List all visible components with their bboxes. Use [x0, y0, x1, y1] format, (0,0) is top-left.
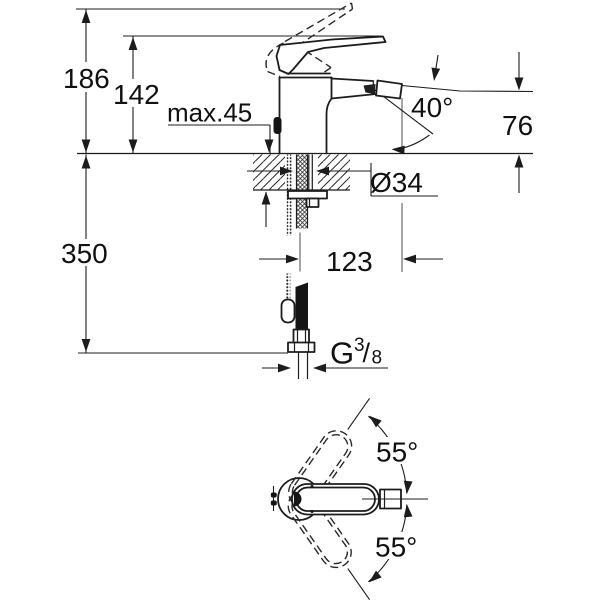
- cartridge-detail: [294, 491, 302, 507]
- dimension-diameter-34: [247, 163, 438, 197]
- top-view-labels: 55° 55°: [371, 437, 421, 563]
- faucet-body: [273, 35, 403, 155]
- lever-handle: [275, 35, 387, 75]
- label-123: 123: [326, 246, 373, 277]
- flex-hose-lower: [295, 282, 308, 330]
- label-diameter-34: Ø34: [370, 167, 423, 198]
- mounting-flange: [287, 190, 328, 200]
- mounting-assembly: [280, 154, 328, 379]
- top-view: 55° 55°: [270, 397, 428, 600]
- hose-collar: [292, 328, 310, 344]
- label-g-sub: 8: [372, 348, 383, 369]
- dimension-142: [128, 36, 138, 154]
- dimension-123: [259, 254, 443, 264]
- label-g-sup: 3: [354, 335, 365, 356]
- label-76: 76: [502, 110, 533, 141]
- spout-top: [330, 77, 375, 82]
- dimension-max45: [168, 124, 274, 227]
- dimension-76: [514, 52, 524, 193]
- label-g-slash: /: [363, 338, 371, 368]
- label-350: 350: [61, 238, 108, 269]
- clamp-nut: [305, 197, 320, 208]
- label-g: G: [330, 336, 354, 371]
- dimension-186: [81, 9, 91, 154]
- hex-connection-nut: [287, 341, 316, 353]
- label-142: 142: [113, 79, 160, 110]
- pull-knob: [280, 298, 296, 324]
- dimension-g38: [262, 363, 388, 373]
- threaded-stud: [308, 154, 313, 191]
- side-view-labels: 186 142 max.45 40° 76 Ø34 350 123 G 3 / …: [57, 63, 533, 371]
- side-view: 186 142 max.45 40° 76 Ø34 350 123 G 3 / …: [57, 2, 534, 379]
- label-g38: G 3 / 8: [330, 335, 382, 371]
- lever-top-view: [270, 483, 428, 516]
- countertop-section: [253, 154, 350, 191]
- label-55deg-upper: 55°: [376, 437, 418, 468]
- front-marker: [270, 492, 277, 498]
- reference-lines: [76, 8, 534, 354]
- supply-pipe: [297, 352, 309, 379]
- label-40deg: 40°: [411, 92, 453, 123]
- dimension-350: [81, 154, 91, 353]
- pull-rod-detail: [273, 117, 282, 134]
- label-55deg-lower: 55°: [375, 532, 417, 563]
- aerator: [375, 79, 403, 100]
- label-186: 186: [63, 63, 110, 94]
- label-max45: max.45: [167, 98, 252, 128]
- spout-bottom: [330, 93, 377, 100]
- aerator-shade: [363, 84, 376, 94]
